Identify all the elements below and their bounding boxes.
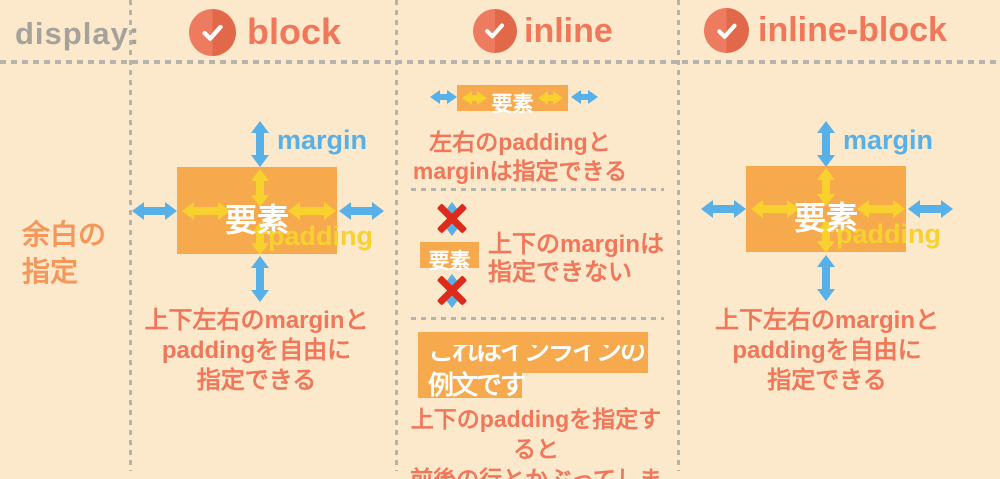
- margin-arrow-bottom-icon: [251, 256, 269, 302]
- inline-top-description-line1: 左右のpaddingと: [429, 129, 611, 155]
- inline-bottom-description-line2: 前後の行とかぶってしまう: [410, 466, 662, 479]
- block-description: 上下左右のmarginと paddingを自由に 指定できる: [129, 306, 384, 396]
- example-overlap-cover: [418, 332, 648, 345]
- inline-top-description-line2: marginは指定できる: [412, 158, 628, 184]
- element-label: 要素: [224, 202, 289, 238]
- margin-label: margin: [277, 125, 368, 155]
- row-label-margin-spec: 余白の 指定: [22, 216, 106, 290]
- margin-arrow-bottom-icon: [817, 255, 835, 301]
- padding-arrow-bottom-icon: [817, 220, 835, 253]
- inline-block-description-line3: 指定できる: [767, 367, 887, 394]
- section-divider-line: [411, 188, 664, 191]
- padding-arrow-bottom-icon: [251, 222, 269, 255]
- column-divider-line: [395, 0, 398, 471]
- checkmark-glyph: [485, 23, 505, 39]
- padding-arrow-left-icon: [751, 200, 799, 218]
- check-icon: [704, 8, 749, 53]
- inline-middle-description-line1: 上下のmarginは: [488, 231, 665, 258]
- block-description-line2: paddingを自由に: [161, 337, 352, 364]
- padding-label: padding: [268, 221, 373, 251]
- inline-bottom-description-line1: 上下のpaddingを指定すると: [410, 406, 662, 462]
- margin-arrow-top-icon: [817, 121, 835, 167]
- display-property-label: display:: [15, 16, 141, 51]
- row-label-line2: 指定: [22, 256, 79, 287]
- column-header-block: block: [247, 11, 342, 52]
- inline-block-description-line2: paddingを自由に: [732, 337, 922, 364]
- block-description-line3: 指定できる: [196, 367, 317, 394]
- inline-middle-description-line2: 指定できない: [488, 259, 632, 286]
- section-divider-line: [411, 317, 664, 320]
- padding-arrow-right-icon: [538, 91, 563, 105]
- x-mark-icon: [436, 274, 468, 306]
- block-description-line1: 上下左右のmarginと: [144, 307, 369, 334]
- check-icon: [473, 9, 517, 53]
- header-divider-line: [0, 60, 1000, 64]
- margin-arrow-right-icon: [339, 202, 384, 220]
- inline-bottom-description: 上下のpaddingを指定すると 前後の行とかぶってしまう: [400, 404, 672, 479]
- inline-top-description: 左右のpaddingと marginは指定できる: [395, 128, 645, 186]
- padding-arrow-left-icon: [182, 202, 230, 220]
- element-label: 要素: [491, 93, 534, 116]
- padding-arrow-right-icon: [288, 202, 336, 220]
- padding-arrow-left-icon: [462, 91, 487, 105]
- element-box-inline: [420, 242, 479, 268]
- inline-middle-description: 上下のmarginは 指定できない: [488, 231, 688, 287]
- margin-arrow-left-icon: [430, 90, 457, 104]
- margin-arrow-top-icon: [251, 121, 269, 167]
- example-highlight-line2: [418, 373, 522, 398]
- column-header-inline-block: inline-block: [758, 11, 947, 49]
- margin-arrow-right-icon: [571, 90, 598, 104]
- inline-block-description: 上下左右のmarginと paddingを自由に 指定できる: [698, 306, 956, 396]
- column-divider-line: [677, 0, 680, 471]
- margin-label: margin: [843, 125, 934, 155]
- padding-label: padding: [836, 219, 941, 249]
- margin-arrow-left-icon: [132, 202, 177, 220]
- margin-arrow-right-icon: [908, 200, 953, 218]
- column-header-inline: inline: [524, 12, 613, 50]
- padding-arrow-right-icon: [857, 200, 905, 218]
- check-icon: [189, 9, 236, 56]
- checkmark-glyph: [202, 24, 223, 41]
- padding-arrow-top-icon: [817, 168, 835, 206]
- element-label: 要素: [428, 250, 471, 273]
- column-divider-line: [129, 0, 132, 471]
- inline-block-description-line1: 上下左右のmarginと: [714, 307, 939, 334]
- margin-arrow-left-icon: [701, 200, 746, 218]
- padding-arrow-top-icon: [251, 169, 269, 207]
- example-text-line2: 例文です: [428, 370, 526, 400]
- row-label-line1: 余白の: [22, 219, 107, 250]
- x-mark-icon: [436, 202, 468, 234]
- element-label: 要素: [793, 200, 858, 236]
- checkmark-glyph: [716, 23, 737, 39]
